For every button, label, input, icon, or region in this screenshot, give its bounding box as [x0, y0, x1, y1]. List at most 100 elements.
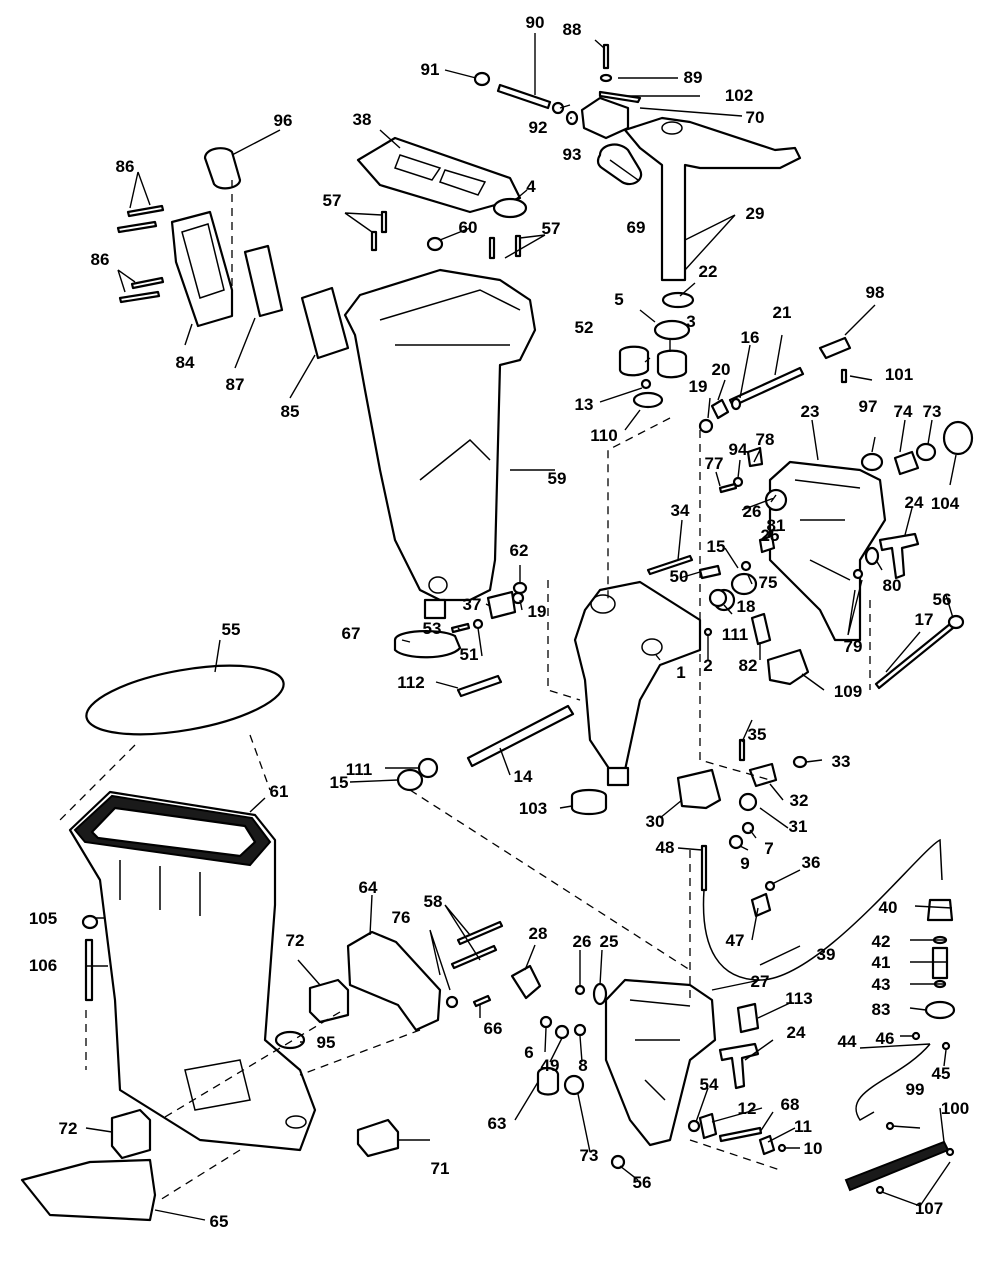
callout-51: 51: [460, 645, 479, 664]
part-53-screw: [450, 622, 471, 634]
part-54-nut: [687, 1119, 701, 1133]
callout-50: 50: [670, 567, 689, 586]
callout-110: 110: [590, 426, 617, 445]
stern-bracket-hardware-lower: [510, 964, 608, 1096]
part-45-screw: [941, 1041, 951, 1051]
callout-30: 30: [646, 812, 665, 831]
callout-42: 42: [872, 932, 891, 951]
part-83-grommet: [924, 1000, 956, 1020]
callout-67: 67: [342, 624, 361, 643]
callout-56: 56: [933, 590, 952, 609]
callout-72: 72: [286, 931, 305, 950]
callout-79: 79: [844, 637, 863, 656]
leader-lines: [85, 33, 957, 1221]
callout-106: 106: [29, 956, 57, 975]
callout-8: 8: [578, 1056, 587, 1075]
callout-78: 78: [756, 430, 775, 449]
part-85-gasket: [300, 286, 350, 360]
callout-16: 16: [741, 328, 760, 347]
part-16-ring: [730, 397, 742, 411]
callout-83: 83: [872, 1000, 891, 1019]
callout-84: 84: [176, 353, 195, 372]
part-48-cable-end: [700, 844, 708, 892]
part-71-block: [356, 1118, 400, 1158]
callout-35: 35: [748, 725, 767, 744]
bushing-group-lower: [396, 757, 608, 816]
part-73-nut: [915, 442, 937, 462]
callout-58: 58: [424, 892, 443, 911]
callout-38: 38: [353, 110, 372, 129]
callout-25: 25: [761, 526, 780, 545]
callout-63: 63: [488, 1114, 507, 1133]
callout-95: 95: [317, 1033, 336, 1052]
callout-33: 33: [832, 752, 851, 771]
part-67-seal: [393, 629, 462, 659]
part-80-spring: [864, 546, 880, 566]
callout-37: 37: [463, 595, 482, 614]
callout-32: 32: [790, 791, 809, 810]
part-96-grommet: [203, 147, 242, 190]
part-89-washer: [599, 73, 613, 83]
part-59-exhaust-housing: [343, 268, 537, 620]
part-3-bushing: [656, 349, 688, 379]
callout-113: 113: [785, 989, 812, 1008]
part-15-washer: [730, 572, 758, 596]
part-56-nut-b: [610, 1154, 626, 1170]
part-9-ring: [728, 834, 744, 850]
part-30-assembly: [676, 768, 722, 810]
part-72-block-a: [308, 978, 350, 1024]
part-6-pin: [539, 1015, 553, 1029]
callout-76: 76: [392, 908, 411, 927]
callout-107: 107: [915, 1199, 943, 1218]
part-103-bushing: [570, 788, 608, 816]
callout-82: 82: [739, 656, 758, 675]
part-51-washer: [472, 618, 484, 630]
callout-73: 73: [923, 402, 942, 421]
callout-4: 4: [526, 177, 536, 196]
part-84-inner: [181, 223, 225, 299]
part-25-washer: [764, 488, 788, 512]
part-20-plate: [710, 398, 730, 420]
part-24-lever: [878, 532, 920, 580]
part-25-washer-b: [592, 982, 608, 1006]
callout-31: 31: [789, 817, 808, 836]
callout-43: 43: [872, 975, 891, 994]
part-37-bracket: [486, 590, 517, 620]
part-65-guard: [20, 1158, 157, 1222]
part-109-sleeve: [766, 648, 810, 686]
part-98-lever: [818, 336, 852, 360]
callout-13: 13: [575, 395, 594, 414]
callout-71: 71: [431, 1159, 450, 1178]
callout-111: 111: [722, 625, 749, 644]
callout-34: 34: [671, 501, 690, 520]
tilt-friction-group: [676, 738, 808, 850]
part-11-clip: [758, 1134, 776, 1156]
part-57-screw-c: [488, 236, 496, 260]
part-38-plate: [356, 136, 522, 214]
callout-105: 105: [29, 909, 57, 928]
callout-15: 15: [707, 537, 726, 556]
callout-29: 29: [746, 204, 765, 223]
part-57-screw-b: [370, 230, 378, 252]
callout-69: 69: [627, 218, 646, 237]
callout-23: 23: [801, 402, 820, 421]
callout-1: 1: [676, 663, 685, 682]
callout-72: 72: [59, 1119, 78, 1138]
callout-64: 64: [359, 878, 378, 897]
callout-9: 9: [740, 854, 749, 873]
part-57-screw-d: [514, 234, 522, 258]
callout-80: 80: [883, 576, 902, 595]
callout-39: 39: [817, 945, 836, 964]
callout-54: 54: [700, 1075, 719, 1094]
part-29-steering-arm: [623, 116, 802, 282]
part-73-nut-b: [563, 1074, 585, 1096]
part-21-shaft: [728, 366, 805, 408]
stern-hardware-right: [860, 420, 974, 476]
part-23-stern-bracket: [768, 460, 887, 642]
callout-20: 20: [712, 360, 731, 379]
callout-24: 24: [787, 1023, 806, 1042]
callout-19: 19: [689, 377, 708, 396]
cable-group: [700, 838, 956, 1195]
part-86-screw-b: [126, 204, 165, 218]
part-113-plate: [736, 1002, 760, 1034]
